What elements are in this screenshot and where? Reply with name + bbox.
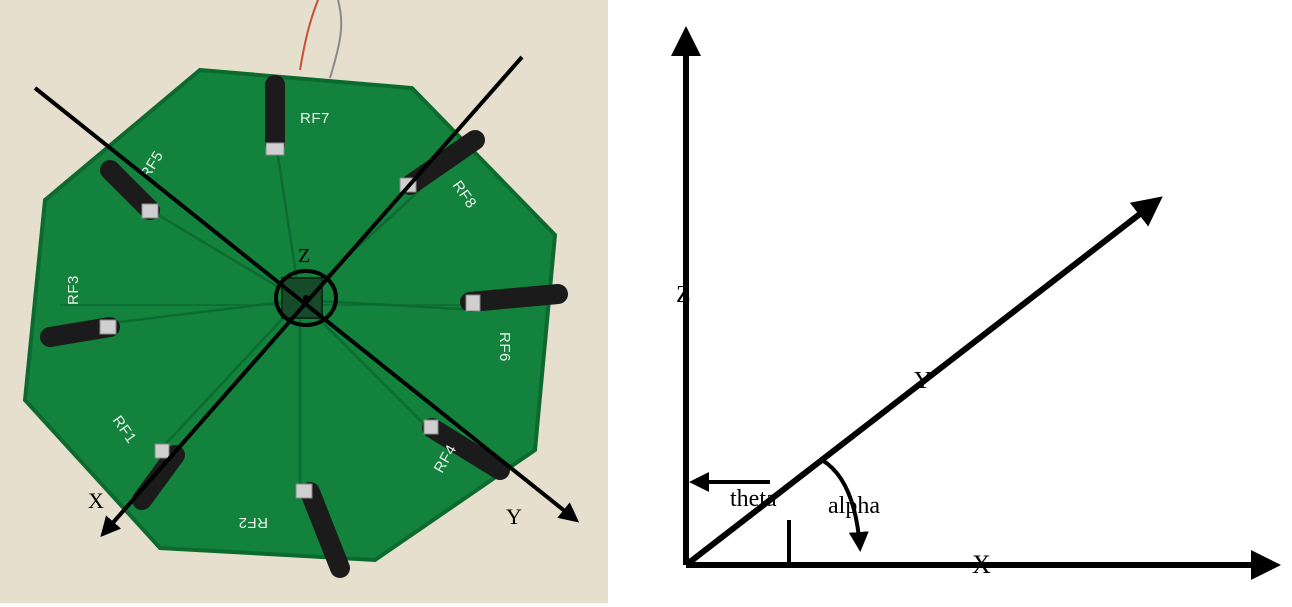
- diagram-label-y: Y: [914, 368, 931, 394]
- photo-y-axis: [33, 86, 580, 523]
- photo-label-x: X: [88, 488, 104, 513]
- pcb-label-rf6: RF6: [496, 332, 513, 362]
- antenna-rf8: [400, 130, 485, 195]
- pcb-label-rf3: RF3: [65, 275, 82, 305]
- diagram-label-alpha: alpha: [828, 493, 880, 519]
- photo-z-circle: [274, 269, 338, 327]
- photo-z-dot: [303, 295, 309, 301]
- photo-x-axis: [100, 55, 524, 538]
- coordinate-diagram: [671, 26, 1281, 580]
- diagram-label-theta: theta: [730, 486, 777, 512]
- antenna-rf6: [460, 284, 568, 312]
- pcb-label-rf7: RF7: [300, 110, 330, 127]
- antenna-board-photo: RF7 RF5 RF8 RF3 RF6 RF1 RF4 RF2 Z X Y: [0, 0, 608, 603]
- photo-label-y: Y: [506, 504, 522, 529]
- diagram-label-x: X: [972, 550, 991, 579]
- photo-axis-overlay: [33, 55, 580, 538]
- antenna-rf1: [132, 445, 185, 510]
- wire: [299, 0, 319, 71]
- antenna-rf4: [422, 418, 510, 480]
- photo-label-z: Z: [298, 245, 310, 267]
- pcb-label-rf2: RF2: [238, 514, 268, 531]
- antenna-rf2: [300, 482, 350, 578]
- y-axis-line: [684, 196, 1163, 568]
- wire: [329, 0, 343, 79]
- alpha-arc: [820, 458, 869, 552]
- diagram-label-z: Z: [676, 282, 691, 308]
- antenna-rf5: [100, 160, 160, 220]
- antenna-connectors: [99, 142, 481, 499]
